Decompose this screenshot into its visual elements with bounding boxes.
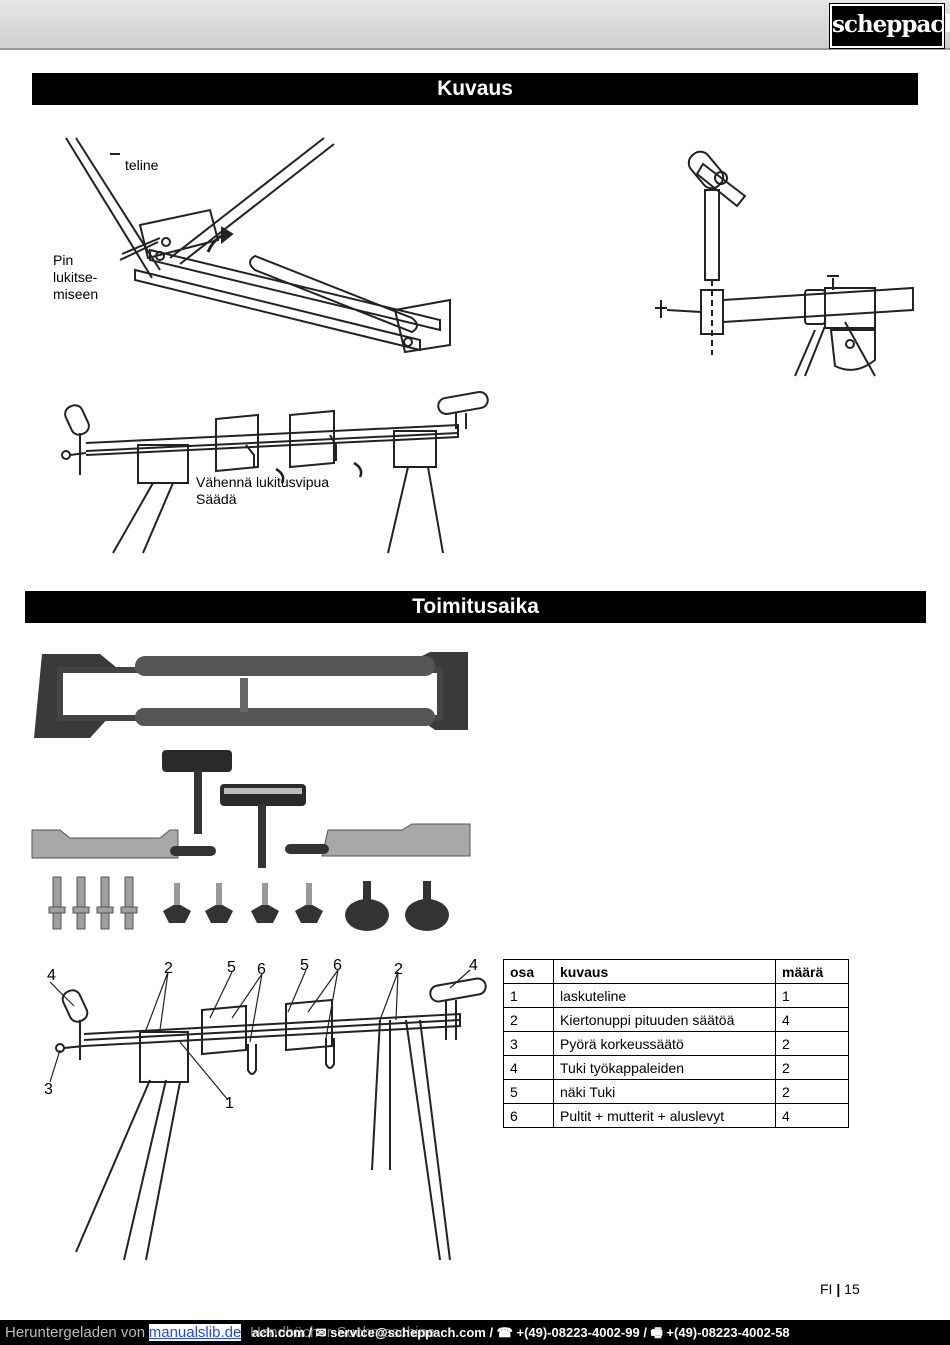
column-header-description: kuvaus xyxy=(553,959,776,984)
page-number: FI | 15 xyxy=(820,1281,860,1297)
clamp-brackets-photo xyxy=(31,823,471,859)
cell-part: 4 xyxy=(503,1055,554,1080)
contact-info-text: ach.com / ✉ service@scheppach.com / ☎ +(… xyxy=(252,1325,790,1340)
column-header-part: osa xyxy=(503,959,554,984)
label-adjust: Säädä xyxy=(196,491,237,507)
callout-6-left: 6 xyxy=(257,961,266,978)
page-divider: | xyxy=(836,1281,845,1297)
table-header-row: osa kuvaus määrä xyxy=(503,959,849,984)
cell-quantity: 4 xyxy=(775,1007,849,1032)
search-engine-text: Handbücher-Suchmaschine xyxy=(250,1324,436,1341)
cell-part: 2 xyxy=(503,1007,554,1032)
callout-2-right: 2 xyxy=(394,961,403,978)
roller-support-photo xyxy=(162,750,306,868)
cell-quantity: 2 xyxy=(775,1031,849,1056)
cell-quantity: 1 xyxy=(775,983,849,1008)
scheppach-logo: scheppach xyxy=(829,3,950,49)
page-number-value: 15 xyxy=(844,1281,860,1297)
top-header-bar xyxy=(0,0,950,50)
cell-description: Tuki työkappaleiden xyxy=(553,1055,776,1080)
callout-5-left: 5 xyxy=(227,959,236,976)
cell-description: näki Tuki xyxy=(553,1079,776,1104)
cell-description: laskuteline xyxy=(553,983,776,1008)
cell-part: 5 xyxy=(503,1079,554,1104)
cell-description: Pultit + mutterit + aluslevyt xyxy=(553,1103,776,1128)
cell-quantity: 2 xyxy=(775,1055,849,1080)
cell-part: 6 xyxy=(503,1103,554,1128)
extended-stand-drawing xyxy=(61,391,489,554)
callout-3: 3 xyxy=(44,1081,53,1098)
cell-description: Pyörä korkeussäätö xyxy=(553,1031,776,1056)
stand-folding-drawing xyxy=(65,137,451,354)
cell-quantity: 2 xyxy=(775,1079,849,1104)
parts-table: osa kuvaus määrä 1 laskuteline 1 2 Kiert… xyxy=(503,959,849,1128)
cell-part: 3 xyxy=(503,1031,554,1056)
parts-diagram-drawing xyxy=(49,969,487,1261)
table-row: 2 Kiertonuppi pituuden säätöä 4 xyxy=(503,1007,849,1032)
callout-4-right: 4 xyxy=(469,957,478,974)
footer-contact-bar: Heruntergeladen von manualslib.de Handbüc… xyxy=(0,1320,950,1345)
label-reduce-lever: Vähennä lukitusvipua xyxy=(196,474,330,490)
page-language: FI xyxy=(820,1281,833,1297)
callout-2-left: 2 xyxy=(164,960,173,977)
bolts-and-knobs-photo xyxy=(48,876,449,931)
callout-5-right: 5 xyxy=(300,957,309,974)
table-row: 3 Pyörä korkeussäätö 2 xyxy=(503,1031,849,1056)
label-pin-locking-2: lukitse- xyxy=(53,269,98,285)
section-title-description: Kuvaus xyxy=(32,73,918,105)
cell-description: Kiertonuppi pituuden säätöä xyxy=(553,1007,776,1032)
manualslib-link[interactable]: manualslib.de xyxy=(148,1324,242,1341)
cell-quantity: 4 xyxy=(775,1103,849,1128)
label-pin-locking-1: Pin xyxy=(53,252,74,268)
table-row: 4 Tuki työkappaleiden 2 xyxy=(503,1055,849,1080)
table-row: 5 näki Tuki 2 xyxy=(503,1079,849,1104)
callout-4-left: 4 xyxy=(47,967,56,984)
downloaded-from-text: Heruntergeladen von xyxy=(5,1324,146,1341)
cell-part: 1 xyxy=(503,983,554,1008)
roller-support-detail-drawing xyxy=(655,150,914,377)
column-header-quantity: määrä xyxy=(775,959,849,984)
callout-6-right: 6 xyxy=(333,957,342,974)
table-row: 6 Pultit + mutterit + aluslevyt 4 xyxy=(503,1103,849,1128)
label-pin-locking-3: miseen xyxy=(53,286,99,302)
callout-1: 1 xyxy=(225,1095,234,1112)
table-row: 1 laskuteline 1 xyxy=(503,983,849,1008)
section-title-delivery: Toimitusaika xyxy=(25,591,926,623)
frame-photo xyxy=(34,652,468,738)
label-stand: teline xyxy=(125,157,159,173)
